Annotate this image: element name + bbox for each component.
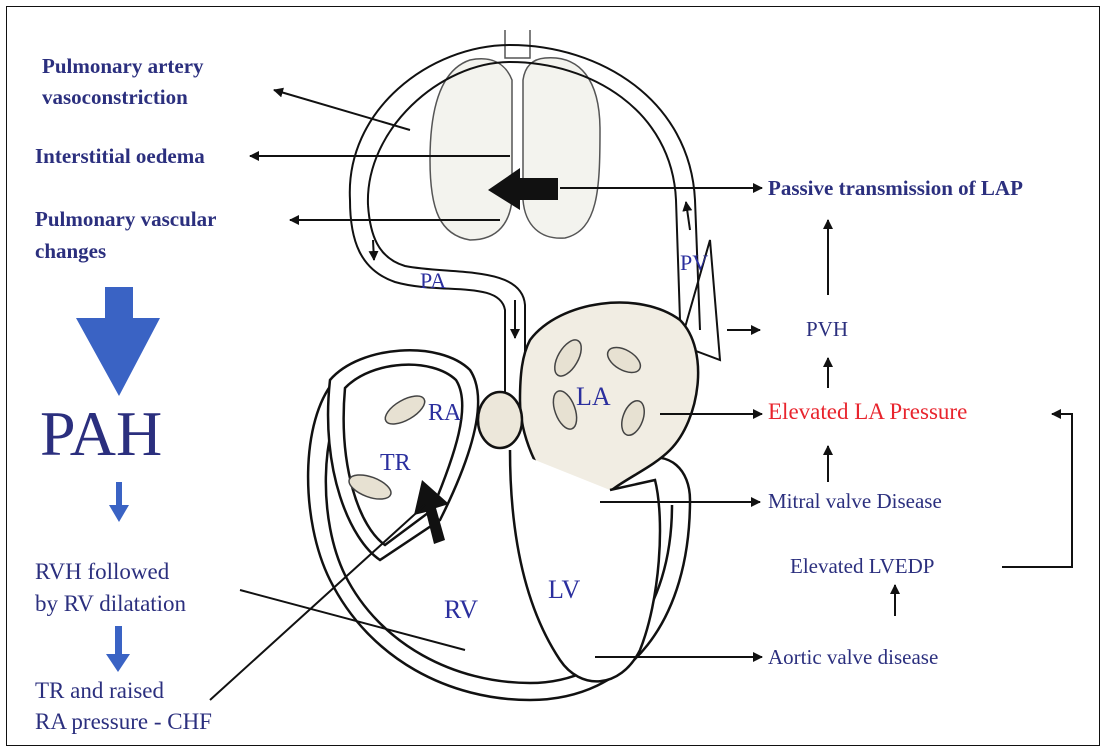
label-pa-vasoconstriction-1: Pulmonary artery bbox=[42, 52, 204, 80]
label-rvh-1: RVH followed bbox=[35, 558, 169, 586]
small-down-arrow-1 bbox=[109, 482, 129, 522]
label-elevated-la-pressure: Elevated LA Pressure bbox=[768, 398, 967, 426]
anat-pv: PV bbox=[680, 250, 708, 276]
label-passive-transmission: Passive transmission of LAP bbox=[768, 174, 1023, 202]
anat-ra: RA bbox=[428, 400, 461, 427]
label-mitral-valve-disease: Mitral valve Disease bbox=[768, 487, 942, 515]
anat-la: LA bbox=[576, 382, 611, 412]
anat-rv: RV bbox=[444, 595, 478, 625]
label-elevated-lvedp: Elevated LVEDP bbox=[790, 552, 934, 580]
label-rvh-2: by RV dilatation bbox=[35, 590, 186, 618]
big-down-arrow bbox=[76, 287, 160, 396]
small-down-arrow-2 bbox=[106, 626, 130, 672]
anat-tr: TR bbox=[380, 450, 411, 477]
label-aortic-valve-disease: Aortic valve disease bbox=[768, 643, 938, 671]
label-tr-raised-2: RA pressure - CHF bbox=[35, 708, 212, 736]
label-interstitial-oedema: Interstitial oedema bbox=[35, 142, 205, 170]
label-pvh: PVH bbox=[806, 315, 848, 343]
label-pa-vasoconstriction-2: vasoconstriction bbox=[42, 83, 188, 111]
label-tr-raised-1: TR and raised bbox=[35, 677, 164, 705]
label-pah: PAH bbox=[40, 402, 162, 466]
label-vascular-changes-2: changes bbox=[35, 237, 106, 265]
label-vascular-changes-1: Pulmonary vascular bbox=[35, 205, 216, 233]
anat-pa: PA bbox=[420, 268, 446, 294]
anat-lv: LV bbox=[548, 575, 580, 605]
